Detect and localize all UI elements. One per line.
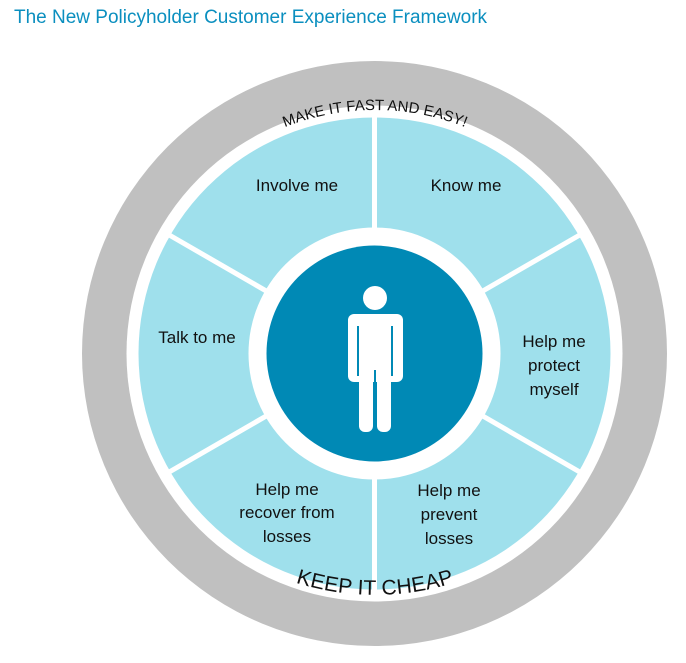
segment-help-me-protect-myself: Help me protect myself (522, 332, 585, 399)
segment-label: Involve me (256, 176, 338, 195)
segment-help-me-recover-from-losses: Help me recover from losses (239, 480, 334, 546)
segment-label: myself (529, 380, 578, 399)
segment-label: Help me (522, 332, 585, 351)
segment-talk-to-me: Talk to me (158, 328, 235, 347)
segment-label: Know me (431, 176, 502, 195)
segment-help-me-prevent-losses: Help me prevent losses (417, 481, 480, 548)
segment-label: Help me (255, 480, 318, 499)
person-icon (348, 286, 403, 432)
segment-label: prevent (421, 505, 478, 524)
segment-divider (468, 406, 584, 476)
person-icon-details (357, 326, 393, 432)
page-title: The New Policyholder Customer Experience… (14, 7, 488, 28)
segment-divider (165, 406, 281, 476)
segment-label: recover from (239, 503, 334, 522)
segment-label: protect (528, 356, 580, 375)
segment-label: Talk to me (158, 328, 235, 347)
segment-divider (468, 231, 584, 301)
segment-divider (165, 231, 281, 301)
segment-know-me: Know me (431, 176, 502, 195)
segment-label: losses (263, 527, 311, 546)
segment-label: losses (425, 529, 473, 548)
segment-involve-me: Involve me (256, 176, 338, 195)
segment-dividers (165, 113, 584, 594)
segment-label: Help me (417, 481, 480, 500)
